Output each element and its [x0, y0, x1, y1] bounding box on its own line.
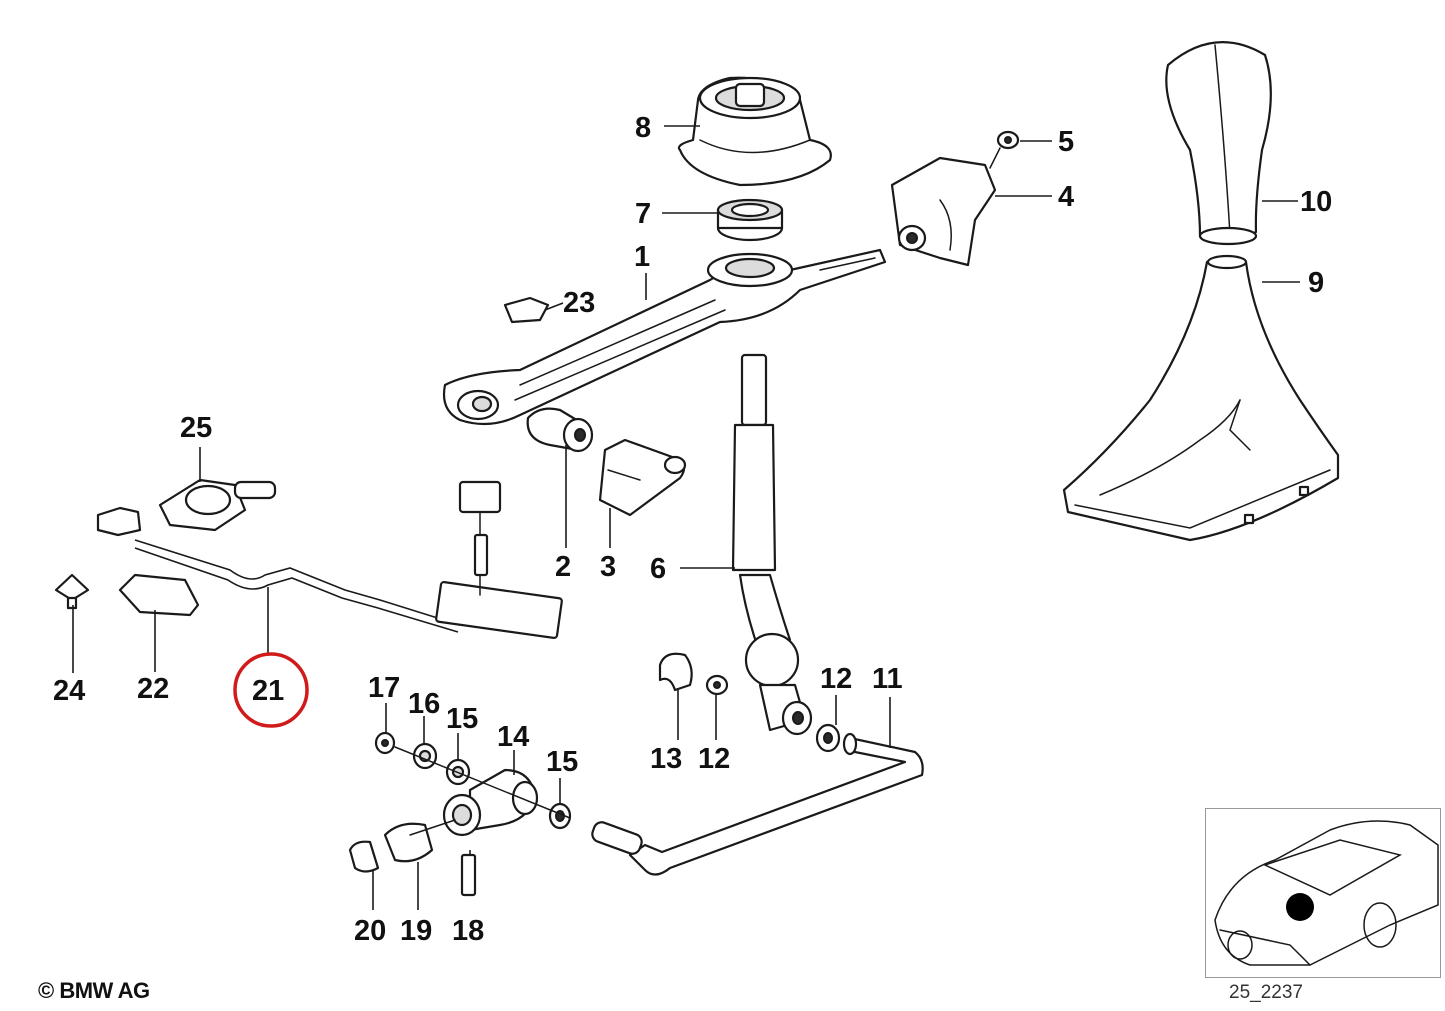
part-label-12a: 12 — [820, 663, 852, 695]
washer-12-illustration — [705, 674, 729, 696]
clamp-22-illustration — [118, 573, 200, 617]
selector-rod-illustration — [591, 732, 924, 876]
car-thumbnail-frame — [1205, 808, 1441, 978]
bracket-4-illustration — [890, 156, 997, 267]
part-label-14: 14 — [497, 721, 529, 753]
car-location-thumbnail — [1214, 820, 1439, 966]
part-label-4: 4 — [1058, 181, 1074, 213]
part-label-2: 2 — [555, 551, 571, 583]
shift-boot-illustration — [1062, 254, 1340, 542]
part-label-9: 9 — [1308, 267, 1324, 299]
part-label-22: 22 — [137, 673, 169, 705]
cable-21-illustration — [96, 480, 563, 640]
part-label-23: 23 — [563, 287, 595, 319]
part-label-7: 7 — [635, 198, 651, 230]
part-label-12b: 12 — [698, 743, 730, 775]
part-label-3: 3 — [600, 551, 616, 583]
part-label-1: 1 — [634, 241, 650, 273]
part-label-24: 24 — [53, 675, 85, 707]
part-label-16: 16 — [408, 688, 440, 720]
part-label-19: 19 — [400, 915, 432, 947]
joint-14-illustration — [442, 768, 539, 837]
diagram-reference-code: 25_2237 — [1229, 982, 1303, 1003]
part-label-10: 10 — [1300, 186, 1332, 218]
part-label-15b: 15 — [546, 746, 578, 778]
clip-13-illustration — [658, 652, 693, 692]
washer-17-illustration — [374, 731, 396, 755]
clip-23-illustration — [503, 296, 550, 324]
part-label-15a: 15 — [446, 703, 478, 735]
part-label-5: 5 — [1058, 126, 1074, 158]
part-label-17: 17 — [368, 672, 400, 704]
push-nut-24-illustration — [54, 573, 90, 610]
shift-knob-illustration — [1165, 41, 1272, 246]
bushing-2-illustration — [526, 407, 594, 453]
assembly-axis-line — [394, 746, 571, 819]
switch-25-illustration — [158, 478, 277, 532]
part-label-8: 8 — [635, 112, 651, 144]
part-label-6: 6 — [650, 553, 666, 585]
highlight-circle-21 — [233, 652, 309, 728]
part-label-25: 25 — [180, 412, 212, 444]
bushing-7-illustration — [716, 198, 784, 242]
part-label-13: 13 — [650, 743, 682, 775]
part-label-18: 18 — [452, 915, 484, 947]
part-label-21: 21 — [252, 675, 284, 707]
assembly-axis-line-2 — [409, 819, 456, 836]
shift-rod-illustration — [731, 353, 813, 736]
clip-19-illustration — [383, 822, 434, 863]
washer-12-right-illustration — [815, 723, 841, 753]
bellows-illustration — [677, 76, 832, 187]
bracket-3-illustration — [598, 438, 687, 517]
cap-20-illustration — [348, 840, 380, 873]
location-marker — [1286, 893, 1314, 921]
shift-arm-illustration — [442, 248, 887, 426]
part-label-11: 11 — [872, 663, 903, 695]
copyright-text: © BMW AG — [38, 978, 150, 1003]
pin-18-illustration — [460, 853, 477, 897]
nut-5-illustration — [989, 130, 1020, 169]
part-label-20: 20 — [354, 915, 386, 947]
leader-lines — [72, 125, 1300, 910]
